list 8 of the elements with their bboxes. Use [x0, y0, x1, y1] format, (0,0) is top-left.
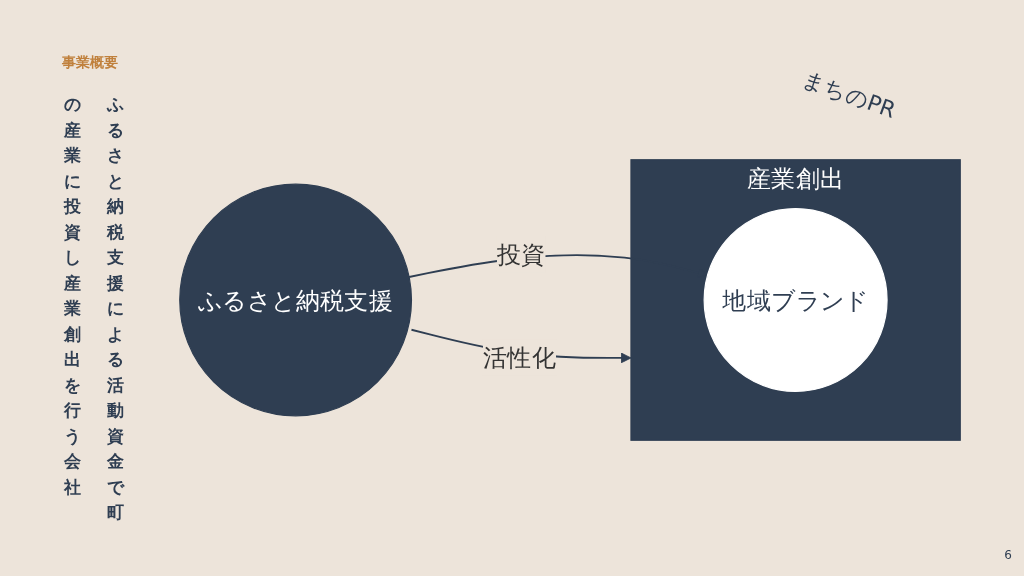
vertical-description: ふるさと納税支援による活動資金で町の産業に投資し産業創出を行う会社 [62, 93, 126, 524]
edge-label: 投資 [496, 239, 546, 269]
node-circle: 地域ブランド [703, 207, 888, 393]
edge-label: 活性化 [482, 342, 557, 373]
page-number: 6 [1004, 548, 1012, 562]
node-circle: ふるさと納税支援 [179, 183, 413, 417]
annotation-text: まちのPR [797, 65, 900, 125]
section-title: 事業概要 [62, 54, 118, 72]
